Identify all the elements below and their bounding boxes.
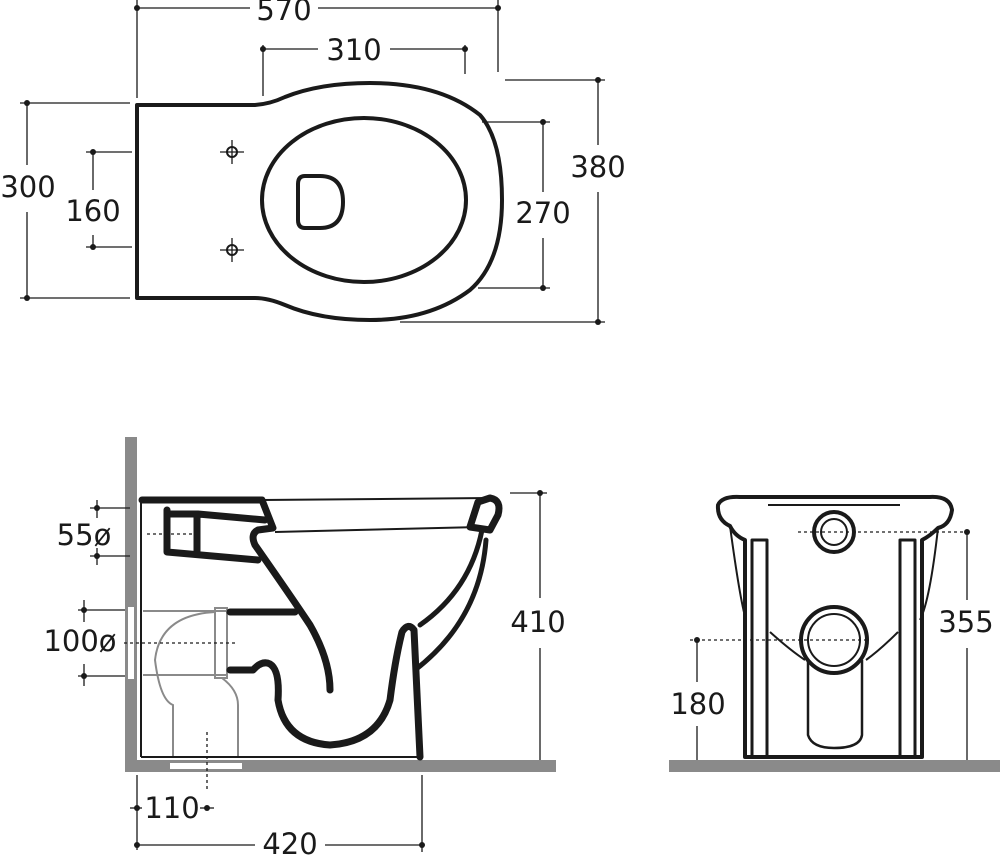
side-view: 55ø 100ø 410 110 420 xyxy=(43,437,566,858)
wall xyxy=(125,437,137,772)
dimension-label: 110 xyxy=(144,791,199,825)
seat-outline xyxy=(260,116,468,284)
dimension-label: 410 xyxy=(510,605,565,639)
floor xyxy=(669,760,1000,772)
dimension-100-diameter: 100ø xyxy=(43,600,125,686)
dimension-55-diameter: 55ø xyxy=(57,500,130,565)
fixing-hole-bottom xyxy=(220,238,244,262)
top-view: 570 310 380 270 300 xyxy=(0,0,626,325)
dimension-310: 310 xyxy=(260,33,468,96)
dimension-label: 300 xyxy=(0,170,55,204)
fixing-hole-top xyxy=(220,140,244,164)
dimension-110: 110 xyxy=(130,775,214,850)
dimension-420: 420 xyxy=(134,775,425,858)
dimension-label: 100ø xyxy=(43,624,116,658)
dimension-410: 410 xyxy=(510,490,566,760)
dimension-355: 355 xyxy=(938,529,994,760)
dimension-label: 420 xyxy=(262,827,317,858)
dimension-300: 300 xyxy=(0,100,130,301)
dimension-label: 180 xyxy=(670,687,725,721)
front-view: 355 180 xyxy=(669,494,1000,772)
floor-opening xyxy=(170,763,242,769)
dimension-label: 380 xyxy=(570,150,625,184)
dimension-label: 160 xyxy=(65,194,120,228)
dimension-label: 355 xyxy=(938,605,993,639)
dimension-180: 180 xyxy=(670,637,726,760)
dimension-160: 160 xyxy=(65,149,132,250)
dimension-label: 570 xyxy=(256,0,311,27)
dimension-570: 570 xyxy=(134,0,501,98)
bowl-rim xyxy=(138,496,334,694)
flush-inlet xyxy=(163,506,269,564)
dimension-270: 270 xyxy=(478,119,571,291)
dimension-label: 270 xyxy=(515,196,570,230)
dimension-label: 55ø xyxy=(57,518,112,552)
dimension-label: 310 xyxy=(326,33,381,67)
drain-opening xyxy=(296,174,345,230)
trap xyxy=(226,608,424,761)
dimension-380: 380 xyxy=(400,77,626,325)
top-view-outline xyxy=(135,81,504,322)
outlet-connector xyxy=(143,607,239,757)
